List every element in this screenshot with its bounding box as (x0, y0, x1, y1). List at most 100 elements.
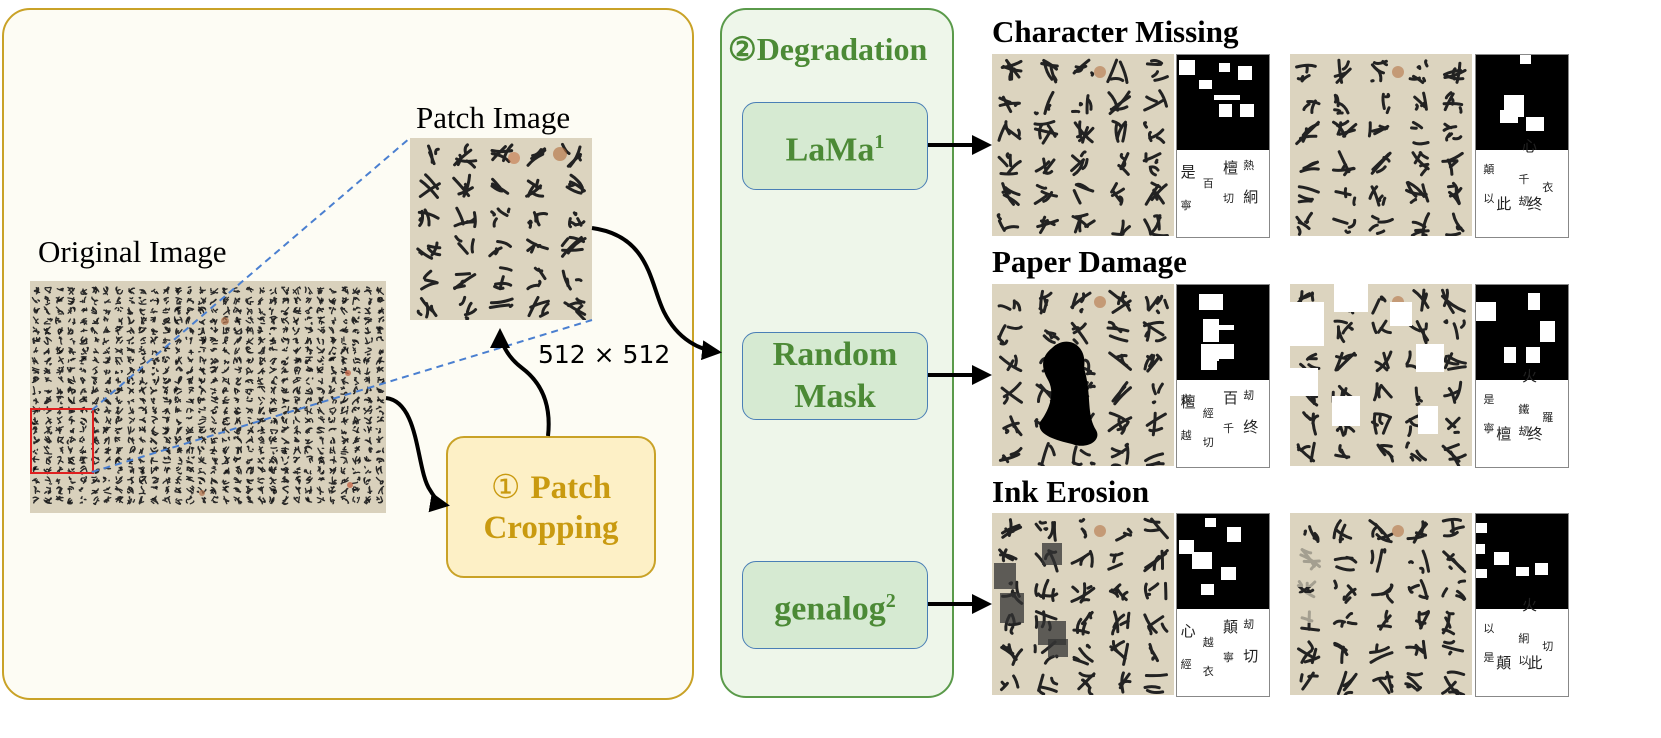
brush-stroke (117, 457, 121, 460)
brush-stroke (223, 469, 228, 474)
brush-stroke (285, 388, 288, 394)
brush-stroke (138, 369, 142, 374)
brush-stroke (72, 340, 76, 343)
brush-stroke (281, 437, 289, 444)
brush-stroke (306, 368, 314, 372)
brush-stroke (82, 308, 87, 313)
brush-stroke (341, 497, 344, 500)
brush-stroke (273, 418, 277, 424)
brush-stroke (238, 467, 242, 475)
brush-stroke (354, 361, 361, 364)
brush-stroke (261, 457, 265, 460)
brush-stroke (247, 495, 252, 499)
brush-stroke (128, 486, 133, 493)
brush-stroke (247, 461, 251, 465)
brush-stroke (105, 286, 109, 293)
brush-stroke (363, 406, 372, 415)
brush-stroke (69, 386, 73, 395)
brush-stroke (115, 447, 121, 455)
brush-stroke (119, 339, 124, 344)
brush-stroke (191, 408, 194, 412)
brush-stroke (128, 437, 134, 443)
brush-stroke (162, 357, 165, 362)
brush-stroke (352, 486, 355, 493)
brush-stroke (129, 420, 133, 424)
brush-stroke (165, 441, 171, 444)
brush-stroke (340, 450, 349, 454)
brush-stroke (222, 291, 227, 295)
brush-stroke (283, 368, 286, 371)
brush-stroke (239, 366, 242, 370)
brush-stroke (33, 289, 38, 292)
brush-stroke (224, 369, 227, 373)
brush-stroke (115, 436, 121, 442)
brush-stroke (376, 498, 381, 501)
brush-stroke (200, 327, 204, 335)
brush-stroke (375, 476, 382, 483)
brush-stroke (222, 486, 228, 493)
brush-stroke (115, 456, 120, 461)
brush-stroke (80, 391, 84, 395)
brush-stroke (282, 401, 285, 404)
brush-stroke (118, 466, 123, 470)
brush-stroke (237, 428, 241, 433)
brush-stroke (69, 328, 73, 332)
brush-stroke (43, 452, 53, 455)
brush-stroke (306, 346, 310, 353)
brush-stroke (259, 450, 265, 454)
brush-stroke (305, 298, 310, 303)
brush-stroke (304, 418, 311, 424)
brush-stroke (346, 437, 349, 443)
brush-stroke (128, 496, 132, 501)
brush-stroke (149, 386, 153, 390)
brush-stroke (353, 287, 358, 293)
brush-stroke (210, 349, 215, 352)
brush-stroke (356, 331, 360, 335)
brush-stroke (175, 406, 178, 413)
brush-stroke (105, 398, 111, 403)
brush-stroke (346, 410, 348, 415)
brush-stroke (68, 409, 72, 413)
brush-stroke (257, 477, 260, 480)
brush-stroke (328, 419, 334, 424)
brush-stroke (316, 346, 322, 351)
brush-stroke (353, 307, 356, 311)
brush-stroke (251, 327, 254, 335)
brush-stroke (120, 317, 124, 321)
brush-stroke (269, 337, 275, 342)
brush-stroke (198, 378, 203, 385)
brush-stroke (376, 366, 381, 373)
brush-stroke (378, 357, 382, 360)
brush-stroke (166, 466, 171, 470)
brush-stroke (176, 390, 183, 395)
brush-stroke (212, 308, 217, 314)
brush-stroke (177, 499, 181, 504)
brush-stroke (305, 397, 310, 404)
brush-stroke (127, 400, 130, 405)
brush-stroke (261, 466, 266, 471)
brush-stroke (328, 387, 336, 394)
brush-stroke (221, 462, 228, 465)
brush-stroke (307, 496, 310, 501)
brush-stroke (177, 471, 183, 475)
brush-stroke (157, 359, 160, 363)
brush-stroke (46, 446, 50, 450)
brush-stroke (153, 446, 157, 450)
brush-stroke (71, 296, 75, 301)
brush-stroke (292, 289, 298, 295)
brush-stroke (140, 398, 146, 402)
brush-stroke (259, 347, 264, 355)
brush-stroke (332, 352, 336, 356)
brush-stroke (332, 346, 337, 350)
brush-stroke (152, 397, 155, 404)
brush-stroke (168, 399, 171, 402)
brush-stroke (202, 496, 206, 503)
brush-stroke (377, 307, 383, 314)
brush-stroke (102, 292, 107, 295)
brush-stroke (140, 342, 146, 345)
brush-stroke (43, 328, 49, 332)
brush-stroke (176, 418, 181, 424)
brush-stroke (222, 287, 228, 291)
brush-stroke (245, 296, 253, 301)
brush-stroke (210, 348, 217, 351)
